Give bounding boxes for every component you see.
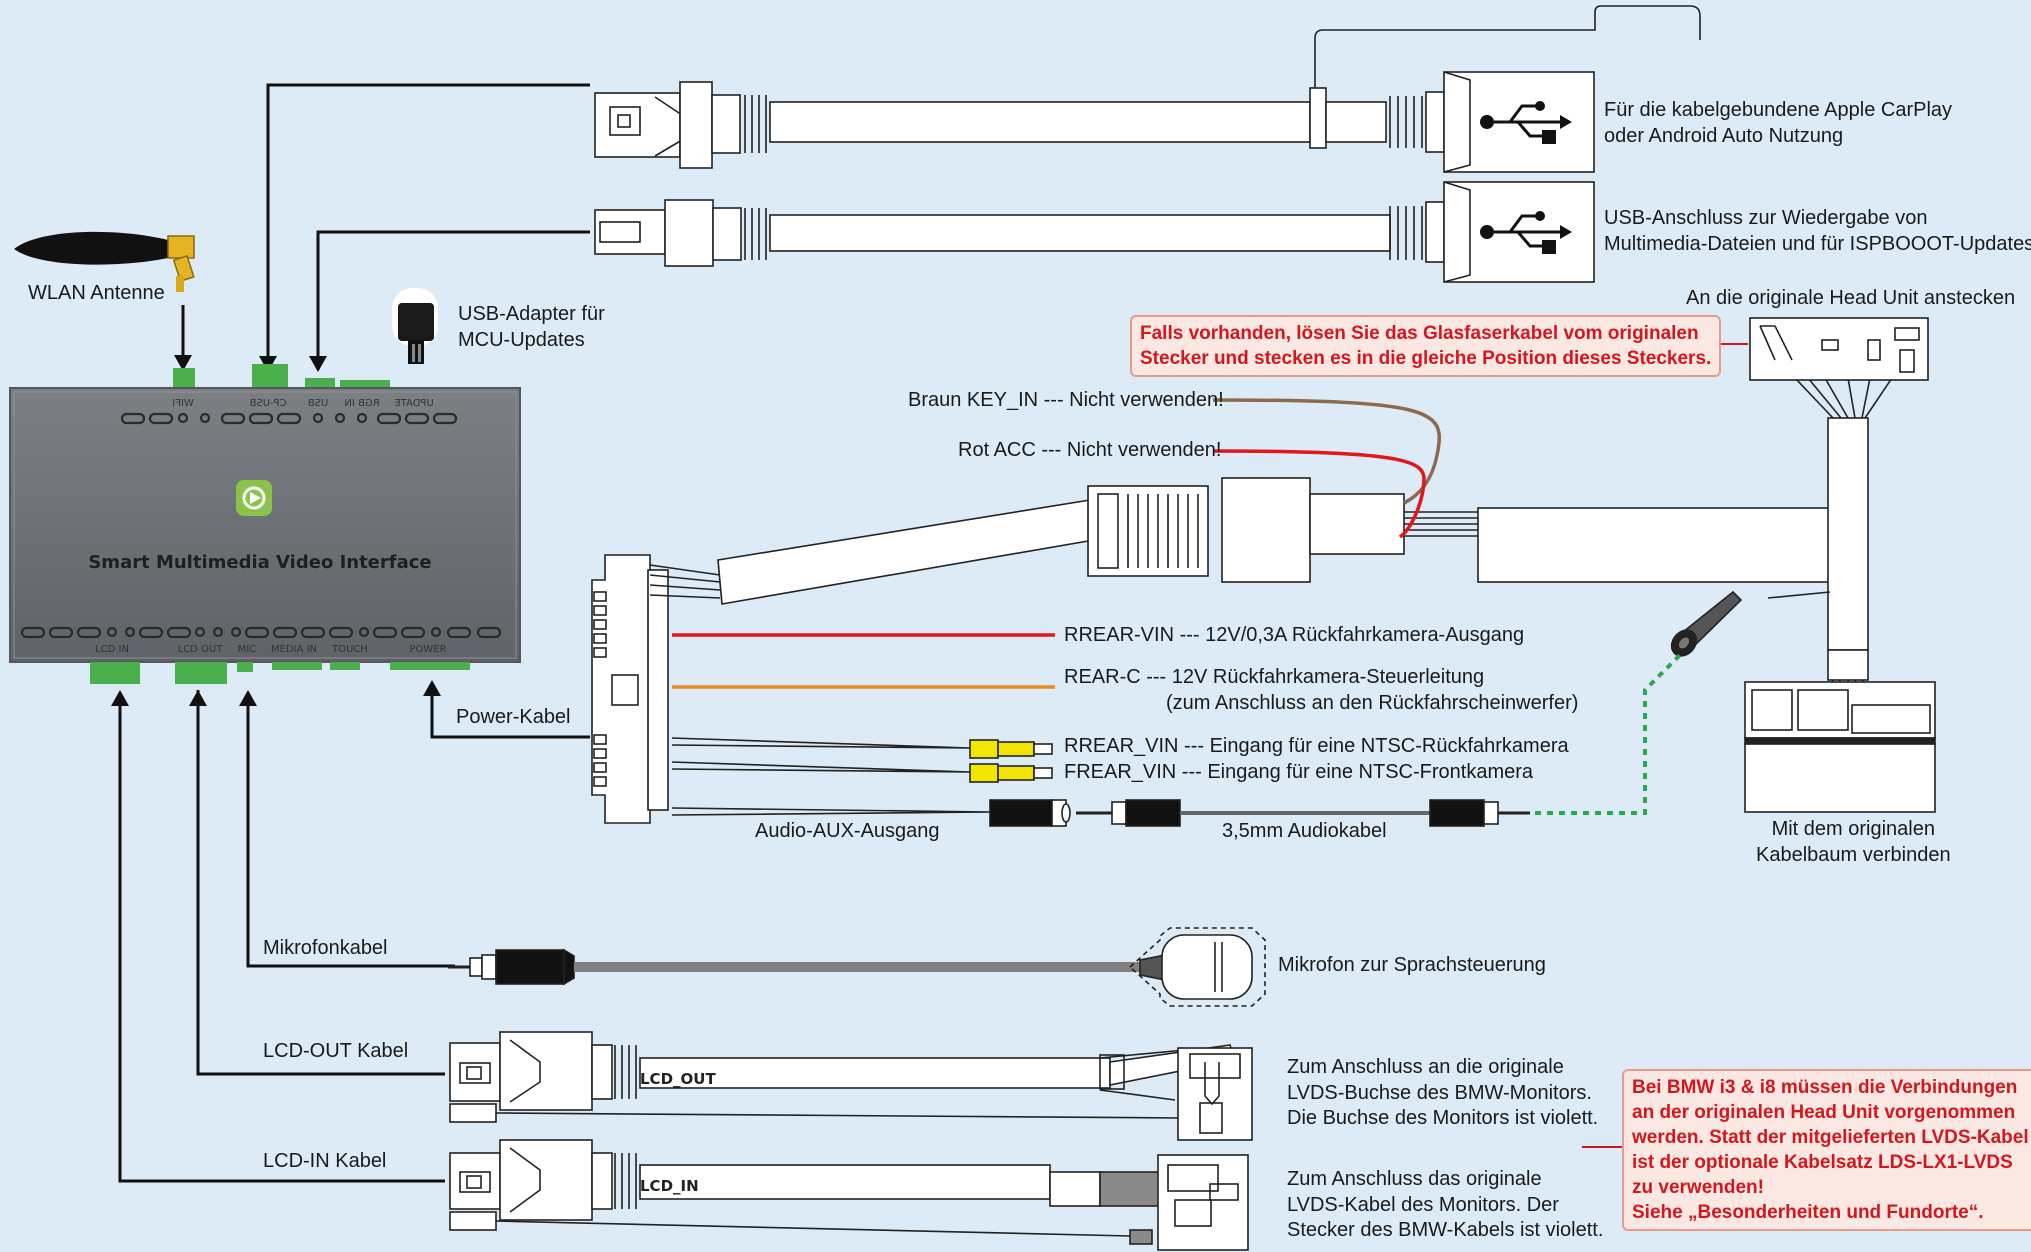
carplay-usb-line-2: oder Android Auto Nutzung	[1604, 124, 1844, 147]
antenna-icon	[14, 231, 195, 292]
port-label-usb: USB	[308, 398, 329, 409]
dotted-connection	[1535, 653, 1682, 815]
lcd-out-desc-line-2: LVDS-Buchse des BMW-Monitors.	[1287, 1081, 1592, 1104]
port-label-lcd-out: LCD OUT	[178, 644, 224, 655]
harness-line-2: Kabelbaum verbinden	[1756, 843, 1951, 866]
carplay-usb-line-1: Für die kabelgebundene Apple CarPlay	[1604, 99, 1953, 121]
rrear-vin-output-label: RREAR-VIN --- 12V/0,3A Rückfahrkamera-Au…	[1064, 624, 1525, 646]
rear-c-label: REAR-C --- 12V Rückfahrkamera-Steuerleit…	[1064, 666, 1485, 688]
lcd-out-desc-line-3: Die Buchse des Monitors ist violett.	[1287, 1107, 1599, 1129]
power-harness	[591, 317, 1936, 824]
colored-wires	[672, 398, 1442, 689]
rear-c-sublabel: (zum Anschluss an den Rückfahrscheinwerf…	[1166, 692, 1579, 714]
usb-adapter-icon	[392, 288, 438, 364]
rot-acc-label: Rot ACC --- Nicht verwenden!	[958, 439, 1222, 461]
routing-arrows	[111, 355, 441, 706]
media-usb-cable	[594, 181, 1595, 283]
lcd-in-desc-line-3: Stecker des BMW-Kabels ist violett.	[1287, 1219, 1604, 1241]
routing-lines	[118, 83, 590, 1183]
fiber-note: Falls vorhanden, lösen Sie das Glasfaser…	[1130, 315, 1722, 377]
head-unit-label: An die originale Head Unit anstecken	[1686, 287, 2016, 309]
audio-cable-label: 3,5mm Audiokabel	[1222, 820, 1387, 842]
port-label-media-in: MEDIA IN	[271, 644, 317, 655]
media-usb-line-2: Multimedia-Dateien und für ISPBOOOT-Upda…	[1604, 232, 2031, 255]
bmw-note-line-2: an der originalen Head Unit vorgenommen	[1632, 1102, 2016, 1123]
port-label-rgb-in: RGB IN	[344, 398, 379, 409]
bmw-note-line-6: Siehe „Besonderheiten und Fundorte“.	[1632, 1202, 1984, 1223]
port-label-cp-usb: CP-USB	[249, 398, 286, 409]
carplay-usb-cable	[594, 5, 1701, 173]
harness-line-1: Mit dem originalen	[1771, 818, 1935, 840]
device-title: Smart Multimedia Video Interface	[88, 552, 431, 573]
fiber-note-line-1: Falls vorhanden, lösen Sie das Glasfaser…	[1140, 323, 1699, 344]
carplay-icon	[236, 480, 272, 516]
microphone-icon	[1128, 927, 1266, 1007]
port-label-mic: MIC	[238, 644, 257, 655]
rca-cables	[671, 737, 1053, 783]
interface-device: WIFI CP-USB USB RGB IN UPDATE Smart Mult…	[9, 364, 521, 684]
rrear-vin-input-label: RREAR_VIN --- Eingang für eine NTSC-Rück…	[1064, 735, 1569, 757]
usb-adapter-line-2: MCU-Updates	[458, 328, 585, 351]
port-label-wifi: WIFI	[172, 398, 194, 409]
port-label-power: POWER	[409, 644, 446, 655]
usb-symbol-icon	[1480, 101, 1572, 254]
port-label-touch: TOUCH	[331, 644, 368, 655]
usb-adapter-line-1: USB-Adapter für	[458, 303, 605, 325]
lcd-in-desc-line-1: Zum Anschluss das originale	[1287, 1168, 1542, 1190]
lcd-in-desc-line-2: LVDS-Kabel des Monitors. Der	[1287, 1193, 1559, 1216]
mikrofonkabel-label: Mikrofonkabel	[263, 937, 388, 959]
microphone-cable	[448, 948, 1166, 986]
bmw-note-line-5: zu verwenden!	[1632, 1177, 1764, 1198]
lcd-out-desc-line-1: Zum Anschluss an die originale	[1287, 1056, 1564, 1078]
braun-key-in-label: Braun KEY_IN --- Nicht verwenden!	[908, 389, 1224, 411]
lcd-out-cable	[449, 1031, 1253, 1141]
frear-vin-label: FREAR_VIN --- Eingang für eine NTSC-Fron…	[1064, 761, 1534, 783]
port-label-update: UPDATE	[394, 398, 433, 409]
power-kabel-label: Power-Kabel	[456, 706, 571, 728]
harness-label: Mit dem originalen Kabelbaum verbinden	[1756, 817, 1951, 868]
lcd-in-cable	[449, 1139, 1249, 1251]
bmw-note-line-4: ist der optionale Kabelsatz LDS-LX1-LVDS	[1632, 1152, 2013, 1173]
audio-aux-label: Audio-AUX-Ausgang	[755, 820, 940, 842]
lcd-out-plug-label: LCD_OUT	[640, 1070, 716, 1088]
lcd-in-plug-label: LCD_IN	[640, 1177, 699, 1195]
media-usb-line-1: USB-Anschluss zur Wiedergabe von	[1604, 207, 1928, 229]
lcd-in-kabel-label: LCD-IN Kabel	[263, 1150, 387, 1172]
lcd-out-kabel-label: LCD-OUT Kabel	[263, 1040, 409, 1062]
media-usb-label: USB-Anschluss zur Wiedergabe von Multime…	[1604, 206, 2031, 257]
bmw-note-line-1: Bei BMW i3 & i8 müssen die Verbindungen	[1632, 1077, 2018, 1098]
bmw-note-line-3: werden. Statt der mitgelieferten LVDS-Ka…	[1632, 1127, 2029, 1148]
lcd-out-description: Zum Anschluss an die originale LVDS-Buch…	[1287, 1055, 1598, 1132]
port-label-lcd-in: LCD IN	[95, 644, 129, 655]
carplay-usb-label: Für die kabelgebundene Apple CarPlay ode…	[1604, 98, 1952, 149]
audio-cables	[671, 799, 1530, 827]
usb-adapter-label: USB-Adapter für MCU-Updates	[458, 302, 605, 353]
wlan-antenna-label: WLAN Antenne	[28, 282, 165, 304]
fiber-note-line-2: Stecker und stecken es in die gleiche Po…	[1140, 348, 1712, 369]
lcd-in-description: Zum Anschluss das originale LVDS-Kabel d…	[1287, 1167, 1603, 1244]
bmw-i3-i8-note: Bei BMW i3 & i8 müssen die Verbindungen …	[1622, 1069, 2031, 1231]
mikrofon-label: Mikrofon zur Sprachsteuerung	[1278, 954, 1546, 976]
